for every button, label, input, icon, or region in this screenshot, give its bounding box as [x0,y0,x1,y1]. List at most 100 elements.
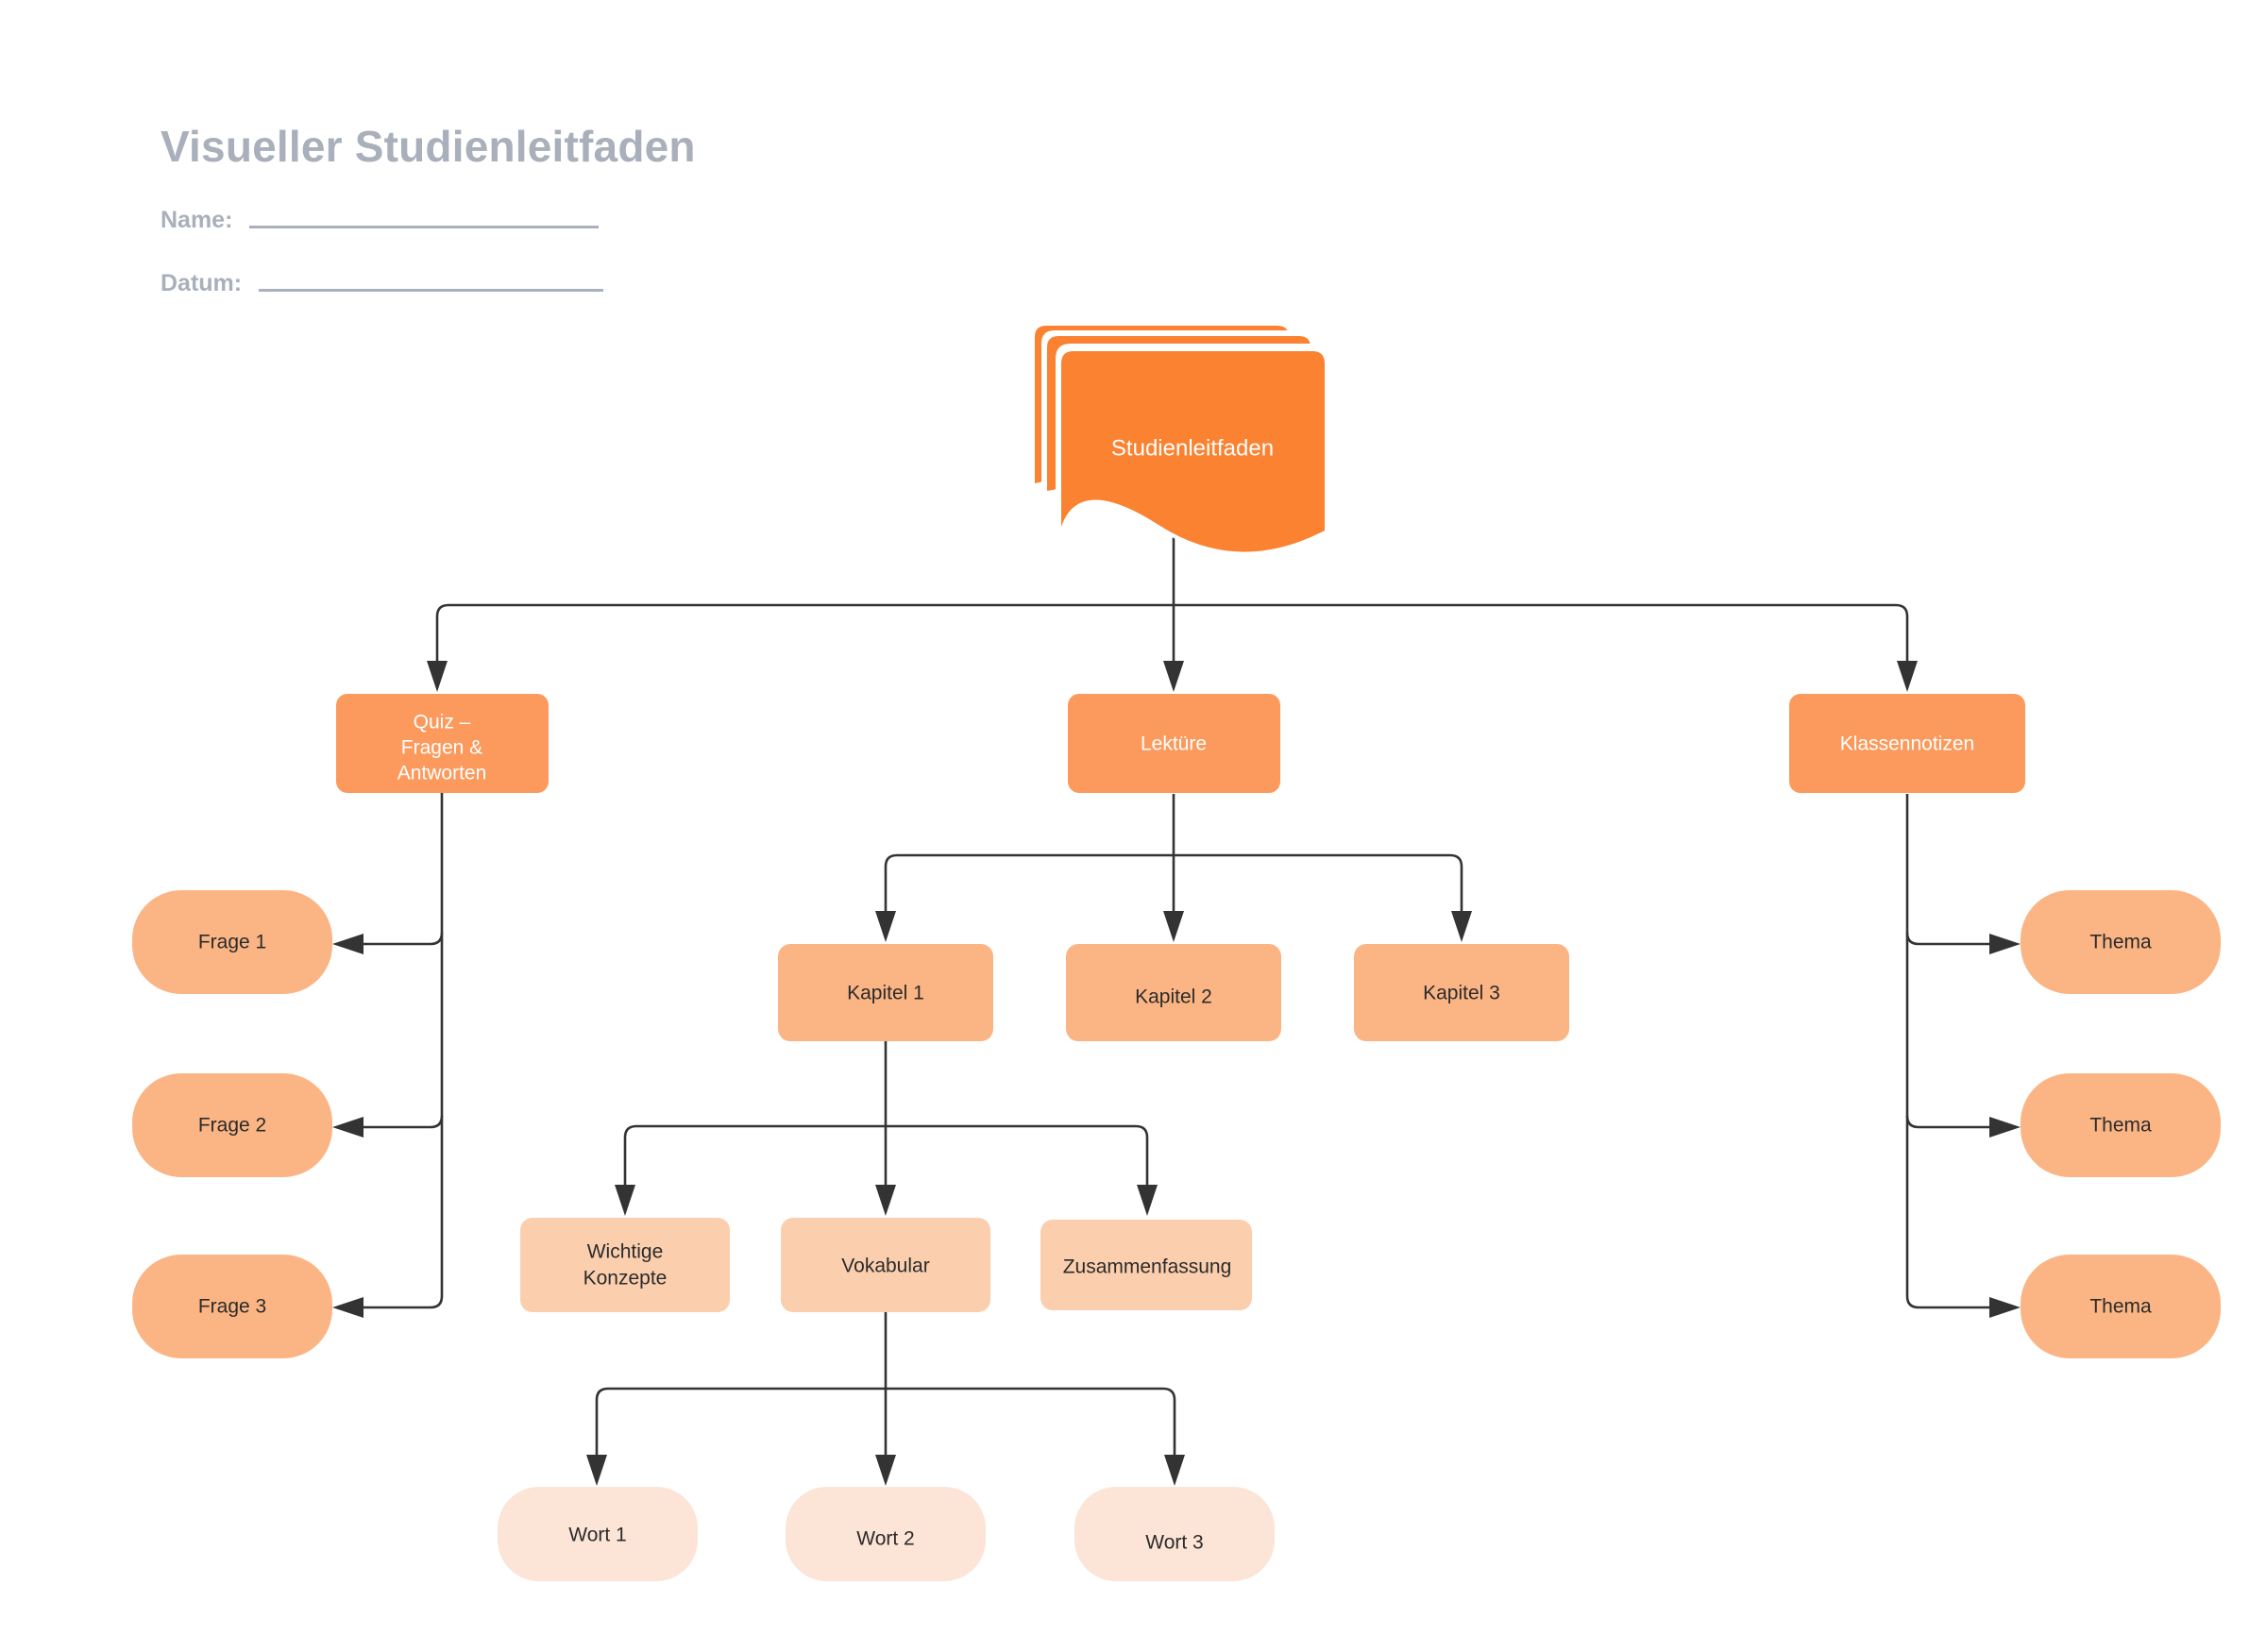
node-wort3[interactable]: Wort 3 [1074,1487,1275,1581]
node-zusammenfassung[interactable]: Zusammenfassung [1040,1220,1252,1310]
zusammenfassung-label: Zusammenfassung [1063,1256,1232,1278]
konzepte-label-line2: Konzepte [583,1268,668,1290]
arrowhead-frage1 [332,934,364,954]
arrowhead-thema1 [1989,934,2021,954]
root-book-sheet-front-fill [1061,351,1325,552]
node-klassennotizen[interactable]: Klassennotizen [1789,694,2025,793]
frage2-box [132,1073,332,1177]
arrowhead-kapitel1 [875,911,896,942]
node-kapitel1[interactable]: Kapitel 1 [778,944,993,1041]
edge-klassennotizen-to-thema2 [1905,1115,1992,1129]
arrowhead-kapitel3 [1451,911,1472,942]
klassennotizen-box [1789,694,2025,793]
thema1-box [2021,890,2221,994]
node-frage2[interactable]: Frage 2 [132,1073,332,1177]
konzepte-box [520,1218,730,1312]
arrowhead-konzepte [615,1185,635,1216]
node-wort2[interactable]: Wort 2 [786,1487,986,1581]
arrowhead-lektuere [1163,661,1184,692]
arrowhead-zusammenfassung [1137,1185,1158,1216]
wort1-box [498,1487,698,1581]
name-field-input-line[interactable] [249,225,600,228]
connector-layer [361,514,1992,1465]
kapitel3-label: Kapitel 3 [1423,983,1500,1004]
lektuere-label: Lektüre [1141,733,1207,755]
node-wichtige-konzepte[interactable]: Wichtige Konzepte [520,1218,730,1312]
node-quiz[interactable]: Quiz – Fragen & Antworten [336,694,549,793]
frage1-box [132,890,332,994]
node-lektuere[interactable]: Lektüre [1068,694,1280,793]
edge-quiz-to-frage2 [361,1115,444,1129]
kapitel1-box [778,944,993,1041]
datum-field-row: Datum: [161,270,696,297]
vokabular-box [781,1218,990,1312]
arrowhead-klassennotizen [1897,661,1918,692]
edge-klassennotizen-trunk [1905,794,1992,1309]
wort3-box [1074,1487,1275,1581]
arrowhead-layer [332,661,2021,1486]
name-field-row: Name: [161,207,696,234]
thema2-label: Thema [2089,1115,2152,1137]
wort2-box [786,1487,986,1581]
frage3-label: Frage 3 [198,1296,266,1318]
frage2-label: Frage 2 [198,1115,266,1137]
kapitel3-box [1354,944,1569,1041]
quiz-label-line1: Quiz – [414,712,471,733]
quiz-label-line3: Antworten [397,763,487,784]
node-root-studienleitfaden[interactable]: Studienleitfaden [1035,326,1329,560]
edge-klassennotizen-to-thema1 [1905,932,1992,946]
edge-quiz-trunk [361,793,444,1309]
arrowhead-wort2 [875,1455,896,1486]
arrowhead-frage2 [332,1117,364,1138]
thema2-box [2021,1073,2221,1177]
worksheet-header: Visueller Studienleitfaden Name: Datum: [161,123,696,297]
node-frage1[interactable]: Frage 1 [132,890,332,994]
arrowhead-frage3 [332,1297,364,1318]
thema1-label: Thema [2089,932,2152,953]
node-kapitel3[interactable]: Kapitel 3 [1354,944,1569,1041]
arrowhead-wort3 [1164,1455,1185,1486]
wort2-label: Wort 2 [856,1528,914,1550]
zusammenfassung-box [1040,1220,1252,1310]
edge-vokabular-to-wort1 [595,1387,886,1465]
node-vokabular[interactable]: Vokabular [781,1218,990,1312]
wort3-label: Wort 3 [1145,1532,1203,1554]
arrowhead-vokabular [875,1185,896,1216]
konzepte-label-line1: Wichtige [587,1241,664,1263]
klassennotizen-label: Klassennotizen [1840,733,1974,755]
node-thema3[interactable]: Thema [2021,1255,2221,1358]
datum-field-input-line[interactable] [259,288,604,292]
quiz-label-line2: Fragen & [401,737,482,759]
page-title: Visueller Studienleitfaden [161,122,696,171]
arrowhead-kapitel2 [1163,911,1184,942]
lektuere-box [1068,694,1280,793]
edge-kapitel1-to-zusammenfassung [886,1124,1149,1195]
arrowhead-quiz [427,661,448,692]
frage3-box [132,1255,332,1358]
thema3-box [2021,1255,2221,1358]
name-field-label: Name: [161,206,233,233]
node-frage3[interactable]: Frage 3 [132,1255,332,1358]
arrowhead-wort1 [586,1455,607,1486]
arrowhead-thema2 [1989,1117,2021,1138]
vokabular-label: Vokabular [841,1256,929,1277]
node-thema2[interactable]: Thema [2021,1073,2221,1177]
thema3-label: Thema [2089,1296,2152,1318]
kapitel2-label: Kapitel 2 [1135,986,1212,1008]
edge-quiz-to-frage1 [361,932,444,946]
kapitel2-box [1066,944,1281,1041]
edge-root-to-klassennotizen [1174,603,1909,670]
edge-vokabular-to-wort3 [886,1387,1176,1465]
quiz-box [336,694,549,793]
node-wort1[interactable]: Wort 1 [498,1487,698,1581]
root-node-label: Studienleitfaden [1111,435,1274,461]
kapitel1-label: Kapitel 1 [847,983,924,1004]
datum-field-label: Datum: [161,269,243,296]
edge-root-to-quiz [435,603,1174,670]
node-thema1[interactable]: Thema [2021,890,2221,994]
node-kapitel2[interactable]: Kapitel 2 [1066,944,1281,1041]
wort1-label: Wort 1 [568,1525,626,1546]
edge-kapitel1-to-konzepte [623,1124,886,1195]
